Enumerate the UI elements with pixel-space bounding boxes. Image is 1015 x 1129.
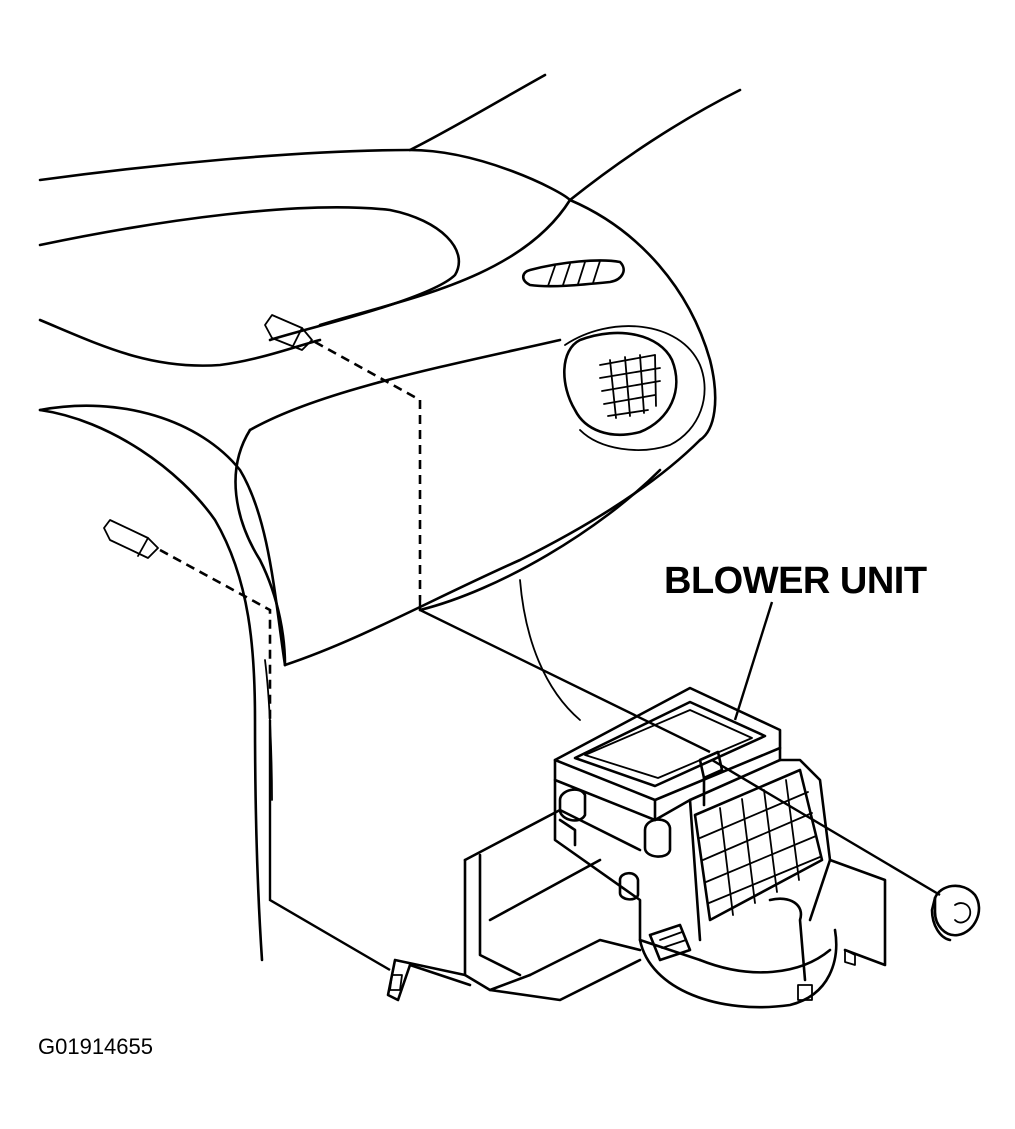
lower-locating-pin (103, 519, 272, 720)
mounting-guide-lines (268, 600, 941, 972)
figure-id: G01914655 (38, 1034, 153, 1059)
upper-locating-pin (264, 314, 422, 600)
clip-fastener (930, 884, 981, 942)
blower-unit-label: BLOWER UNIT (664, 560, 927, 602)
blower-unit-leader-line (733, 601, 774, 721)
blower-unit (386, 686, 887, 1009)
instrument-panel (38, 73, 742, 962)
